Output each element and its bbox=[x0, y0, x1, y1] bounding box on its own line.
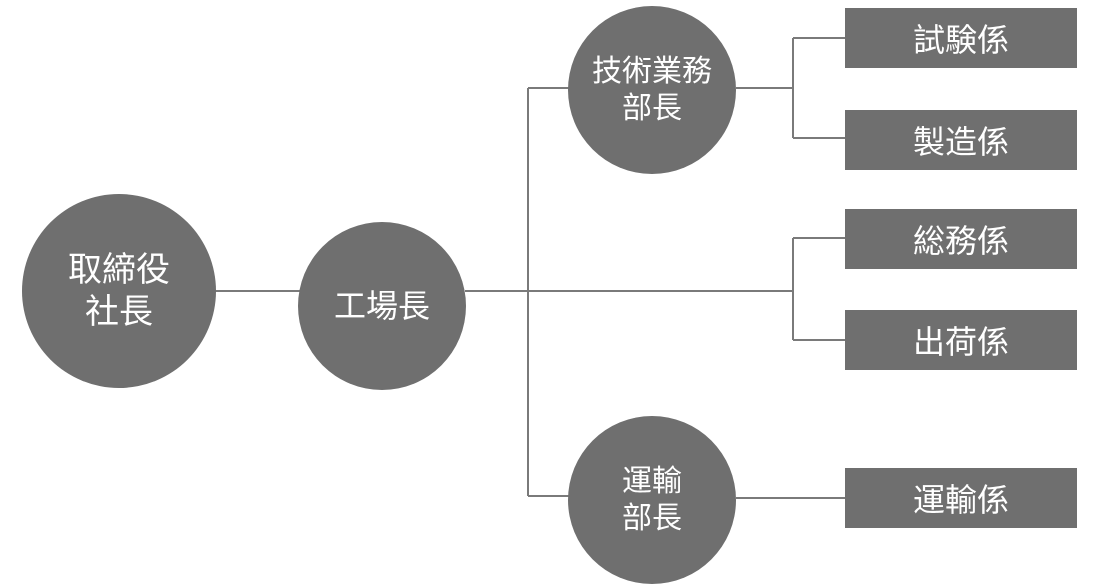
tech-manager-node: 技術業務 部長 bbox=[568, 6, 736, 174]
tech-manager-line2: 部長 bbox=[622, 91, 682, 126]
manufacturing-section-box: 製造係 bbox=[845, 110, 1077, 170]
tech-manager-line1: 技術業務 bbox=[592, 53, 712, 89]
testing-section-box: 試験係 bbox=[845, 8, 1077, 68]
testing-section-label: 試験係 bbox=[912, 21, 1009, 59]
shipping-section-label: 出荷係 bbox=[912, 323, 1009, 361]
plant-manager-label: 工場長 bbox=[333, 287, 430, 325]
transport-manager-line2: 部長 bbox=[622, 501, 682, 536]
president-node: 取締役 社長 bbox=[22, 194, 216, 388]
transport-section-box: 運輸係 bbox=[845, 468, 1077, 528]
general-affairs-section-box: 総務係 bbox=[845, 209, 1077, 269]
general-affairs-section-label: 総務係 bbox=[912, 222, 1009, 260]
president-line1: 取締役 bbox=[68, 249, 170, 290]
plant-manager-node: 工場長 bbox=[298, 222, 466, 390]
president-line2: 社長 bbox=[85, 292, 153, 332]
shipping-section-box: 出荷係 bbox=[845, 310, 1077, 370]
manufacturing-section-label: 製造係 bbox=[912, 123, 1009, 161]
transport-manager-node: 運輸 部長 bbox=[568, 416, 736, 584]
transport-section-label: 運輸係 bbox=[912, 481, 1009, 519]
transport-manager-line1: 運輸 bbox=[622, 463, 682, 499]
